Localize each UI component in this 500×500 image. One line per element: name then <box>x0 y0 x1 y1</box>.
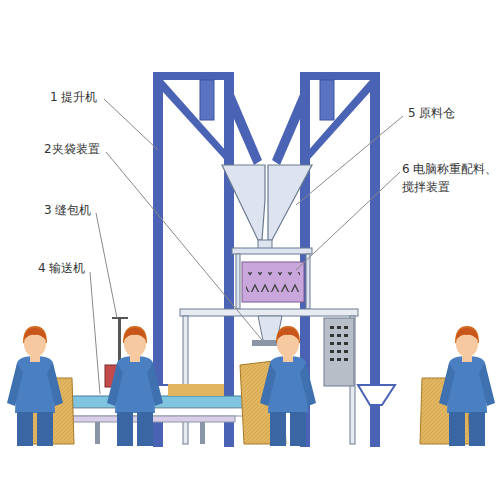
callout-label: 4 输送机 <box>38 259 108 277</box>
callout-label: 2夹袋装置 <box>44 140 124 158</box>
callout-label: 3 缝包机 <box>44 201 114 219</box>
callout-label: 6 电脑称重配料、 搅拌装置 <box>402 160 498 196</box>
callout-label: 5 原料仓 <box>408 104 488 122</box>
callout-label: 1 提升机 <box>50 88 120 106</box>
